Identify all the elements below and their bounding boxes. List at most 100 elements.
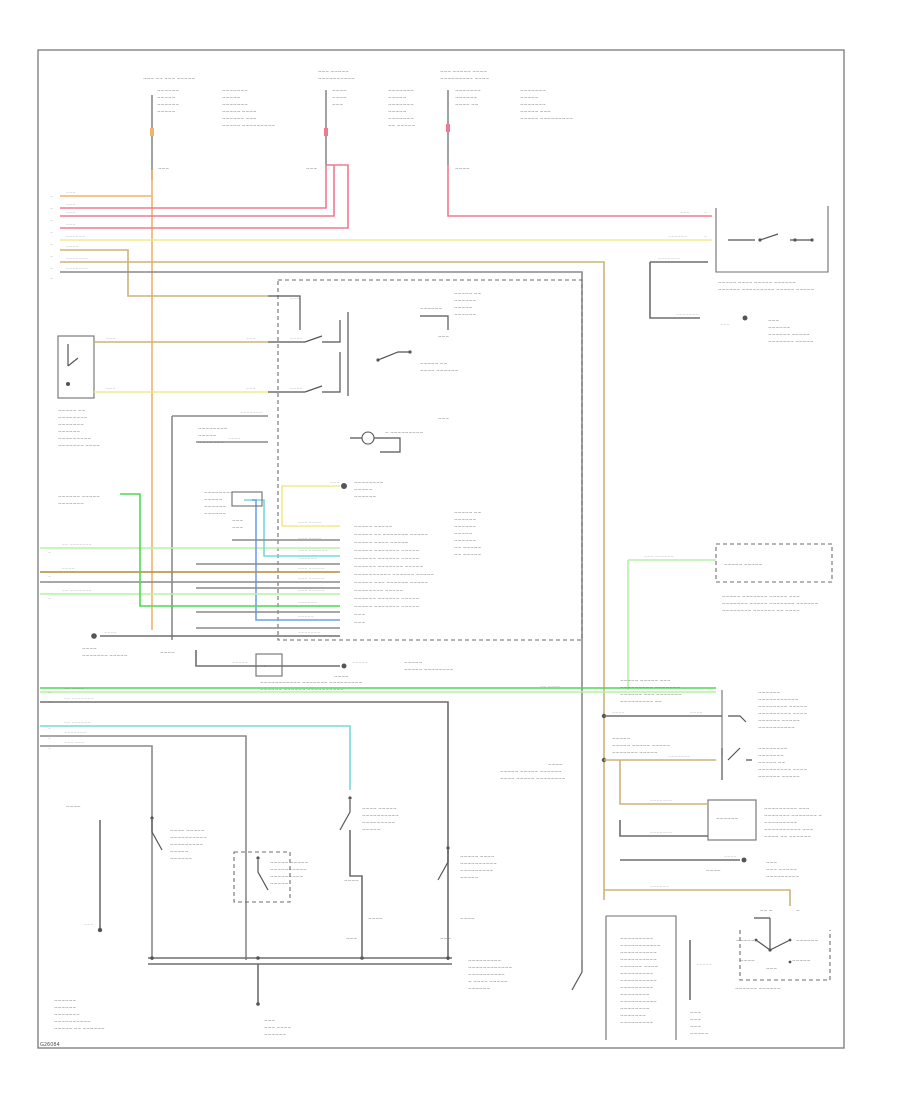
- svg-text:~~~: ~~~: [332, 103, 343, 108]
- svg-text:~~~: ~~~: [66, 190, 76, 195]
- door-switch-lr: ~~~~ ~~~~~ ~~~~~~~~~~ ~~~~~~~~~ ~~~~~ ~~…: [339, 796, 399, 958]
- svg-text:~~~~~~~ ~~~~~ ~~~~~~~ ~~~~~~: ~~~~~~~ ~~~~~ ~~~~~~~ ~~~~~~: [722, 602, 818, 607]
- svg-text:~~ ~: ~~ ~: [760, 909, 773, 914]
- svg-text:~~ ~~~~~: ~~ ~~~~~: [454, 553, 481, 558]
- svg-text:~~~~: ~~~~: [228, 436, 241, 441]
- svg-text:~~~~~~~~~~~~: ~~~~~~~~~~~~: [468, 966, 512, 971]
- svg-text:~: ~: [704, 234, 707, 239]
- svg-text:~~~~~: ~~~~~: [696, 962, 712, 967]
- svg-text:~~~~~~: ~~~~~~: [454, 525, 476, 530]
- svg-text:~~~~~~~~~: ~~~~~~~~~: [764, 821, 797, 826]
- svg-text:~~~~~~~~~~: ~~~~~~~~~~: [620, 951, 657, 956]
- svg-text:~~~~: ~~~~: [548, 763, 563, 768]
- svg-text:~~~~: ~~~~: [290, 336, 303, 341]
- svg-text:~~~: ~~~: [306, 167, 317, 172]
- svg-text:~~ ~~~~: ~~ ~~~~: [64, 686, 84, 691]
- svg-text:~~~~~~~~~ ~~: ~~~~~~~~~ ~~: [620, 700, 662, 705]
- svg-text:~~~: ~~~: [264, 1019, 275, 1024]
- svg-text:~: ~: [50, 266, 53, 271]
- svg-text:~~ ~~~~~~~: ~~ ~~~~~~~: [62, 542, 92, 547]
- svg-text:~~~~: ~~~~: [82, 647, 97, 652]
- svg-text:~~~~~~~: ~~~~~~~: [668, 754, 690, 759]
- left-indicator-module: ~~~ ~~~ ~~~ ~~~ ~~~~~ ~~ ~~~~~~~~ ~~~~~~…: [57, 335, 268, 449]
- svg-text:~~~~~~~ ~~~~~: ~~~~~~~ ~~~~~: [768, 340, 814, 345]
- svg-text:~: ~: [796, 909, 800, 914]
- svg-text:~~~~~~~~~~: ~~~~~~~~~~: [318, 77, 355, 82]
- svg-text:~~~: ~~~: [246, 336, 256, 341]
- svg-text:~~~~~~: ~~~~~~: [454, 539, 476, 544]
- svg-text:~~~~~~~: ~~~~~~~: [66, 266, 88, 271]
- svg-text:~~~: ~~~: [690, 1025, 701, 1030]
- central-control-module: ~~~~~ ~~ ~~~~~~ ~~~~~ ~~~~~~ ~~~~~~ ~~~~…: [171, 279, 583, 641]
- svg-text:~~~~~ ~~: ~~~~~ ~~: [454, 292, 481, 297]
- svg-text:~: ~: [48, 746, 51, 751]
- svg-text:~~~~~~~~ ~~~~~~ ~~ ~~~~: ~~~~~~~~ ~~~~~~ ~~ ~~~~: [722, 609, 800, 614]
- svg-text:~~~~~~~~: ~~~~~~~~: [620, 1007, 650, 1012]
- svg-text:~~~~~: ~~~~~: [460, 876, 479, 881]
- svg-text:~~~~~~ ~~~~~: ~~~~~~ ~~~~~: [758, 775, 800, 780]
- svg-text:~~~~~~~: ~~~~~~~: [455, 89, 481, 94]
- svg-text:~~~~~~~~~~: ~~~~~~~~~~: [468, 973, 505, 978]
- top-source-blocks: ~~~ ~~ ~~~ ~~~~~ ~~~~~~ ~~~~~ ~~~~~~ ~~~…: [143, 70, 573, 180]
- svg-text:~~~: ~~~: [440, 937, 451, 942]
- svg-text:~~~~: ~~~~: [290, 386, 303, 391]
- svg-text:~~~~~ ~~~~~~~~~: ~~~~~ ~~~~~~~~~: [520, 117, 573, 122]
- svg-text:~: ~: [50, 230, 53, 235]
- svg-text:~~~~~~: ~~~~~~: [66, 234, 85, 239]
- svg-text:~~ ~~~~~: ~~ ~~~~~: [388, 124, 415, 129]
- svg-text:~~~~~~~: ~~~~~~~: [650, 798, 672, 803]
- svg-text:~~~ ~~~~~: ~~~ ~~~~~: [298, 566, 325, 571]
- svg-text:~~~~~: ~~~~~: [388, 110, 407, 115]
- svg-text:~~~ ~~~~~: ~~~ ~~~~~: [766, 868, 797, 873]
- svg-text:~~~~~~ ~~~~~: ~~~~~~ ~~~~~: [58, 495, 100, 500]
- diagram-frame: [37, 49, 845, 1049]
- door-switch-rf: ~~~~~ ~~~~~ ~~~~~~~~~~ ~~~~~~~~~ ~~~~~: [233, 851, 309, 903]
- svg-text:~~~~~~~~ ~~~~~: ~~~~~~~~ ~~~~~: [354, 589, 404, 594]
- svg-text:~~~~~~: ~~~~~~: [468, 987, 490, 992]
- right-lower-components: ~~~~~ ~~~~~ ~~~ ~~~~~~~~~ ~~~~~~~ ~~~~~~…: [500, 679, 831, 1037]
- svg-text:~~ ~~~~~~: ~~ ~~~~~~: [64, 720, 91, 725]
- svg-text:~~ ~~~~~: ~~ ~~~~~: [454, 546, 481, 551]
- svg-text:~~~~~~ ~~~~~: ~~~~~~ ~~~~~: [768, 333, 810, 338]
- svg-text:~~~~~~~~~ ~~~: ~~~~~~~~~ ~~~: [764, 807, 810, 812]
- svg-text:~~~: ~~~: [438, 417, 449, 422]
- svg-text:~~~~~~~: ~~~~~~~: [676, 312, 698, 317]
- svg-text:~~~~: ~~~~: [104, 630, 117, 635]
- svg-text:~~~~: ~~~~: [66, 244, 79, 249]
- svg-text:~~~~~: ~~~~~: [454, 306, 473, 311]
- fuse-block-right: ~~~ ~~~~~ ~~~~ ~~~~~~~~~ ~~~~ ~~~~~~~ ~~…: [440, 70, 573, 172]
- exterior-lamp-feed: ~~~ ~~~~~~~~ ~~~~~ ~~~~~~: [281, 480, 384, 527]
- svg-text:~~~~~~~~~~: ~~~~~~~~~~: [620, 1000, 657, 1005]
- svg-text:~~~~~~~~: ~~~~~~~~: [58, 416, 88, 421]
- svg-text:~~~~~~: ~~~~~~: [204, 505, 226, 510]
- svg-text:~~~~~ ~~: ~~~~~ ~~: [58, 409, 85, 414]
- svg-text:~~~~: ~~~~: [460, 917, 475, 922]
- svg-text:~~~~~ ~~ ~~~~~~: ~~~~~ ~~ ~~~~~~: [54, 1027, 105, 1032]
- svg-text:~~~~~ ~~~~~: ~~~~~ ~~~~~: [270, 861, 309, 866]
- svg-text:~~~~~~~~~ ~~~~~~~: ~~~~~~~~~ ~~~~~~~: [620, 686, 681, 691]
- svg-text:~~~: ~~~: [246, 386, 256, 391]
- fuse-block-left: ~~~ ~~ ~~~ ~~~~~ ~~~~~~ ~~~~~ ~~~~~~ ~~~…: [143, 77, 275, 180]
- svg-text:~~~~: ~~~~: [332, 89, 347, 94]
- svg-text:~~~~~~~: ~~~~~~~: [222, 89, 248, 94]
- svg-text:~~~~: ~~~~: [332, 96, 347, 101]
- svg-text:~: ~: [704, 210, 707, 215]
- svg-text:~~~~~: ~~~~~: [520, 96, 539, 101]
- svg-text:~~~~~~~: ~~~~~~~: [388, 103, 414, 108]
- svg-text:~~~~~~~: ~~~~~~~: [620, 1014, 646, 1019]
- svg-text:~~~~~~~~: ~~~~~~~~: [758, 747, 788, 752]
- svg-text:~~~ ~~~~~: ~~~ ~~~~~: [298, 576, 325, 581]
- svg-text:~~~~~~ ~~~~~~~~~ ~~~~~ ~~~~~: ~~~~~~ ~~~~~~~~~ ~~~~~ ~~~~~: [718, 288, 814, 293]
- pin-labels: ~~~~~ ~~~~~ ~~~~~ ~~ ~~~~~~~ ~~~~~ ~~~~~…: [48, 495, 481, 635]
- svg-text:~~ ~~~~~~~: ~~ ~~~~~~~: [64, 696, 94, 701]
- right-center-module: ~~~ ~~~~~~ ~~~~~ ~~~~~ ~~~~~ ~~~~~~~ ~~~…: [627, 543, 833, 690]
- svg-text:~~~~ ~~~~~: ~~~~ ~~~~~: [170, 829, 205, 834]
- svg-text:~~~~: ~~~~: [690, 710, 703, 715]
- svg-text:~~~: ~~~: [66, 210, 76, 215]
- svg-text:~~~~~~: ~~~~~~: [454, 299, 476, 304]
- svg-text:~~~: ~~~: [680, 210, 690, 215]
- svg-text:~~~~~ ~~~~~~~ ~~~~~: ~~~~~ ~~~~~~~ ~~~~~: [354, 549, 420, 554]
- svg-text:~~~: ~~~: [106, 336, 116, 341]
- svg-text:~~~~~~~: ~~~~~~~: [388, 117, 414, 122]
